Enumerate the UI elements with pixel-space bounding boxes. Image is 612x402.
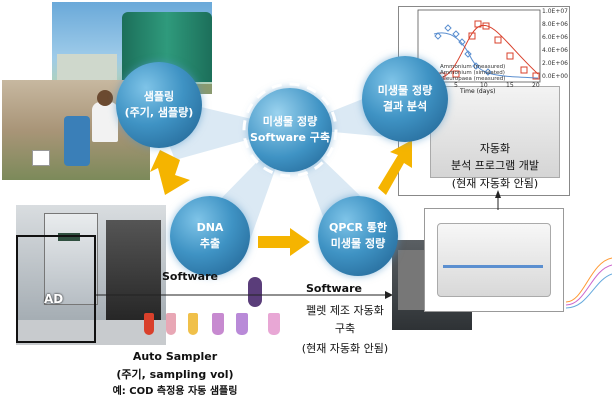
ammonium-point xyxy=(434,32,442,40)
pellet-process-strip xyxy=(140,275,290,345)
automation-title: 자동화 xyxy=(479,142,511,155)
europaea-point xyxy=(520,66,528,74)
chart-legend: Ammonium (measured)Ammonium (simulated)N… xyxy=(440,64,505,82)
x-tick-label: 10 xyxy=(480,82,488,89)
pellet-line3: (현재 자동화 안됨) xyxy=(301,342,389,355)
x-tick-label: 20 xyxy=(532,82,540,89)
ad-label: AD xyxy=(44,292,64,306)
legend-entry: N.europaea (measured) xyxy=(440,76,506,82)
auto-sampler-example: 예: COD 측정용 자동 샘플링 xyxy=(112,386,238,397)
europaea-point xyxy=(506,52,514,60)
ammonium-point xyxy=(452,30,460,38)
y-tick-label: 1.0E+07 xyxy=(542,8,568,15)
ammonium-point xyxy=(484,68,492,76)
y-tick-label: 4.0E+06 xyxy=(542,47,568,54)
not-automated-text: (현재 자동화 안됨) xyxy=(451,177,539,190)
pellet-line1: 펠렛 제조 자동화 xyxy=(306,304,384,317)
auto-sampler-photo xyxy=(16,205,166,345)
chart-xlabel: Time (days) xyxy=(460,88,496,95)
ammonium-point xyxy=(464,50,472,58)
bubble-sampling: 샘플링(주기, 샘플량) xyxy=(116,62,202,148)
y-tick-label: 2.0E+06 xyxy=(542,60,568,67)
ammonium-curve xyxy=(433,32,539,79)
analysis-program-text: 분석 프로그램 개발 xyxy=(451,159,539,172)
y-tick-label: 6.0E+06 xyxy=(542,34,568,41)
europaea-point xyxy=(532,72,540,80)
ad-box xyxy=(16,235,96,343)
ammonium-point xyxy=(444,24,452,32)
europaea-point xyxy=(452,70,460,78)
europaea-point xyxy=(494,36,502,44)
auto-sampler-params: (주기, sampling vol) xyxy=(116,368,234,381)
software-ring xyxy=(242,82,338,178)
europaea-point xyxy=(482,22,490,30)
chart-y-ticks: 1.0E+07 8.0E+06 6.0E+06 4.0E+06 2.0E+06 0.0E+… xyxy=(542,6,572,88)
pellet-line2: 구축 xyxy=(334,322,356,335)
europaea-curve xyxy=(437,24,539,79)
x-tick-label: 15 xyxy=(506,82,514,89)
amplification-curves xyxy=(566,250,612,310)
software-label-sampler: Software xyxy=(162,270,218,283)
analysis-chart xyxy=(417,9,541,83)
qpcr-machine-photo xyxy=(424,208,564,312)
legend-entry: Ammonium (simulated) xyxy=(440,70,505,76)
legend-entry: Ammonium (measured) xyxy=(440,64,506,70)
chart-x-ticks: 5 10 15 20 xyxy=(418,82,540,90)
auto-sampler-title: Auto Sampler xyxy=(132,350,218,363)
analysis-machine xyxy=(430,86,560,178)
x-tick-label: 5 xyxy=(454,82,458,89)
y-tick-label: 0.0E+00 xyxy=(542,73,568,80)
y-tick-label: 8.0E+06 xyxy=(542,21,568,28)
ammonium-point xyxy=(472,62,480,70)
software-label-pellet: Software xyxy=(306,282,362,295)
